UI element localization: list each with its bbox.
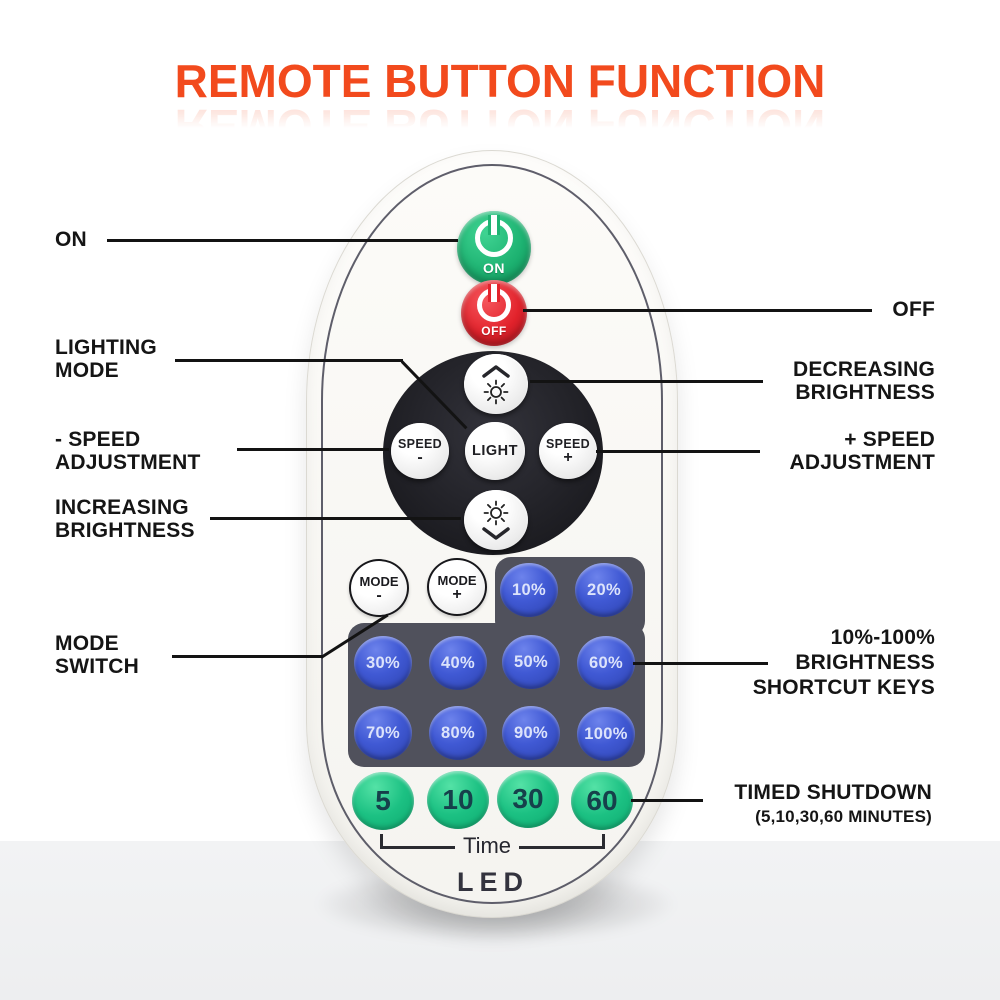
light-button-label: LIGHT	[472, 443, 518, 459]
time-label: Time	[462, 833, 512, 858]
power-on-button[interactable]: ON	[457, 211, 531, 285]
mode-plus-button[interactable]: MODE +	[427, 558, 487, 616]
brightness-up-button[interactable]	[464, 354, 528, 414]
light-button[interactable]: LIGHT	[465, 422, 525, 480]
label-lighting-mode: LIGHTING MODE	[55, 336, 157, 382]
time-bracket-left-line	[380, 846, 455, 849]
mode-plus-label: MODE	[437, 572, 477, 588]
control-pad: SPEED - LIGHT SPEED +	[383, 351, 603, 555]
brightness-80-button[interactable]: 80%	[429, 706, 487, 760]
mode-plus-sign: +	[452, 585, 462, 603]
chevron-down-icon	[482, 526, 510, 540]
label-decreasing-brightness: DECREASING BRIGHTNESS	[792, 358, 935, 404]
speed-plus-sign: +	[563, 448, 573, 466]
label-on: ON	[55, 228, 87, 251]
brightness-down-button[interactable]	[464, 490, 528, 550]
page-title: REMOTE BUTTON FUNCTION	[174, 55, 826, 107]
sun-icon	[483, 500, 509, 525]
page-title-reflection: REMOTE BUTTON FUNCTION	[174, 100, 826, 152]
brightness-60-button[interactable]: 60%	[577, 636, 635, 690]
mode-minus-button[interactable]: MODE -	[349, 559, 409, 617]
power-off-button[interactable]: OFF	[461, 280, 527, 346]
brightness-90-button[interactable]: 90%	[502, 706, 560, 760]
sun-icon	[483, 379, 509, 404]
speed-minus-label: SPEED	[398, 436, 442, 451]
timer-10-button[interactable]: 10	[427, 771, 489, 829]
timer-60-button[interactable]: 60	[571, 772, 633, 830]
time-bracket-left-tick	[380, 834, 383, 849]
leader-line-on	[107, 239, 458, 242]
label-speed-minus: - SPEED ADJUSTMENT	[55, 428, 201, 474]
speed-minus-button[interactable]: SPEED -	[391, 423, 449, 479]
power-icon-bar	[488, 284, 500, 302]
label-increasing-brightness: INCREASING BRIGHTNESS	[55, 496, 195, 542]
label-timed-shutdown-minutes: (5,10,30,60 MINUTES)	[755, 807, 932, 826]
speed-plus-button[interactable]: SPEED +	[539, 423, 597, 479]
speed-plus-label: SPEED	[546, 436, 590, 451]
leader-line-speed-plus	[596, 450, 760, 453]
speed-minus-sign: -	[417, 448, 423, 466]
remote-body: ON OFF SPEED - LIGHT SPEED +	[306, 150, 678, 918]
time-bracket-right-line	[519, 846, 604, 849]
leader-line-increasing-brightness	[210, 517, 461, 520]
mode-minus-sign: -	[376, 586, 382, 604]
time-bracket-right-tick	[602, 834, 605, 849]
leader-line-lighting-mode	[175, 359, 403, 362]
leader-line-speed-minus	[237, 448, 389, 451]
brightness-10-button[interactable]: 10%	[500, 563, 558, 617]
timer-30-button[interactable]: 30	[497, 770, 559, 828]
leader-line-decreasing-brightness	[530, 380, 763, 383]
brightness-40-button[interactable]: 40%	[429, 636, 487, 690]
brightness-30-button[interactable]: 30%	[354, 636, 412, 690]
brightness-70-button[interactable]: 70%	[354, 706, 412, 760]
power-icon-bar	[488, 215, 500, 235]
label-speed-plus: + SPEED ADJUSTMENT	[789, 428, 935, 474]
brightness-50-button[interactable]: 50%	[502, 635, 560, 689]
brightness-100-button[interactable]: 100%	[577, 707, 635, 761]
label-timed-shutdown: TIMED SHUTDOWN	[734, 781, 932, 804]
on-button-label: ON	[483, 260, 505, 276]
label-mode-switch: MODE SWITCH	[55, 632, 140, 678]
leader-line-timed-shutdown	[631, 799, 703, 802]
label-brightness-shortcut: 10%-100% BRIGHTNESS SHORTCUT KEYS	[752, 626, 935, 699]
chevron-up-icon	[482, 364, 510, 378]
mode-minus-label: MODE	[359, 573, 399, 589]
off-button-label: OFF	[481, 324, 507, 338]
timer-5-button[interactable]: 5	[352, 772, 414, 830]
leader-line-mode-switch	[172, 655, 322, 658]
brightness-20-button[interactable]: 20%	[575, 563, 633, 617]
label-off: OFF	[892, 298, 935, 321]
leader-line-off	[523, 309, 872, 312]
leader-line-brightness-shortcut	[633, 662, 768, 665]
brand-label: LED	[457, 867, 529, 897]
